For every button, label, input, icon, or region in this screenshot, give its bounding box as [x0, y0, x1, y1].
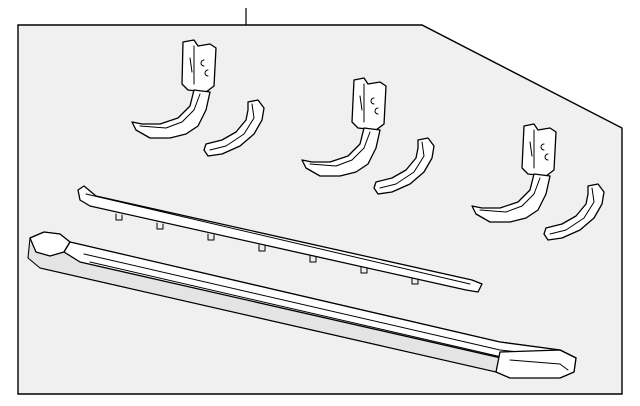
rear-support-arm[interactable]: [543, 183, 605, 241]
step-pad-molding[interactable]: [77, 185, 483, 293]
center-bracket[interactable]: [301, 77, 387, 177]
center-support-arm[interactable]: [373, 137, 435, 195]
running-board[interactable]: [27, 231, 577, 379]
rear-bracket[interactable]: [471, 123, 557, 223]
diagram-panel: [17, 24, 623, 395]
front-support-arm[interactable]: [203, 99, 265, 157]
front-bracket[interactable]: [131, 39, 217, 139]
